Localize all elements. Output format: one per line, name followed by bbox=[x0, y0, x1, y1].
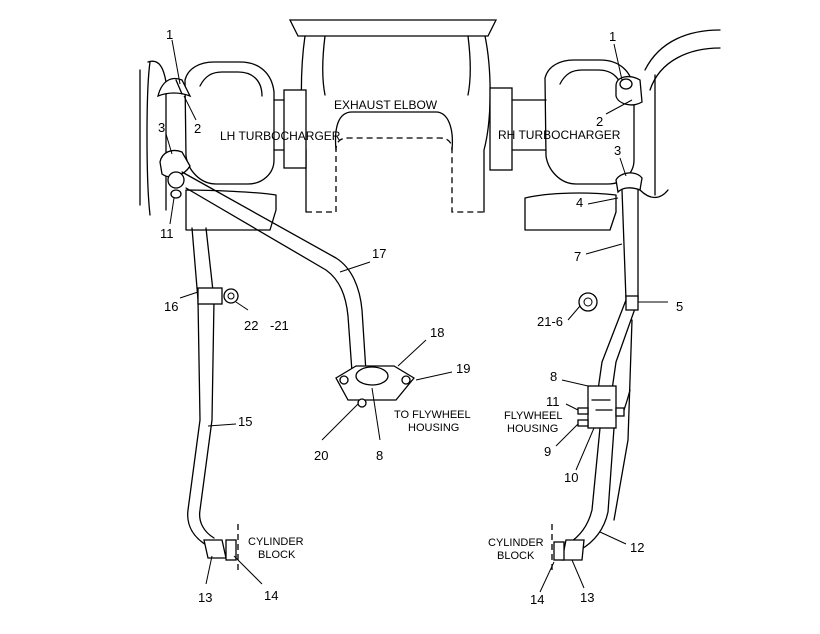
lh-flange-18 bbox=[335, 365, 415, 408]
callout-rh-13: 13 bbox=[580, 590, 594, 605]
callout-rh-4: 4 bbox=[576, 195, 583, 210]
callout-numbers: 1 2 3 11 16 22 -21 17 15 18 19 20 8 13 1… bbox=[158, 27, 683, 607]
rh-fitting-13 bbox=[551, 524, 585, 572]
lh-tube-15 bbox=[187, 227, 215, 547]
cylinder-block-left-label-line2: BLOCK bbox=[258, 549, 296, 561]
callout-lh-1: 1 bbox=[166, 27, 173, 42]
flywheel-housing-label-line2: HOUSING bbox=[507, 423, 558, 435]
exhaust-elbow-label: EXHAUST ELBOW bbox=[334, 98, 438, 112]
callout-lh-22: 22 bbox=[244, 318, 258, 333]
rh-tube-12 bbox=[567, 319, 633, 551]
lh-tube-17 bbox=[181, 171, 367, 373]
callout-lh-21: -21 bbox=[270, 318, 289, 333]
exhaust-elbow bbox=[288, 19, 498, 213]
callout-lh-3: 3 bbox=[158, 120, 165, 135]
callout-rh-8: 8 bbox=[550, 369, 557, 384]
callout-rh-2: 2 bbox=[596, 114, 603, 129]
callout-rh-21-6: 21-6 bbox=[537, 314, 563, 329]
callout-lh-20: 20 bbox=[314, 448, 328, 463]
text-labels: EXHAUST ELBOW LH TURBOCHARGER RH TURBOCH… bbox=[220, 98, 621, 562]
callout-rh-1: 1 bbox=[609, 29, 616, 44]
lh-elbow-3 bbox=[159, 149, 191, 199]
callout-rh-11: 11 bbox=[546, 394, 560, 409]
callout-rh-3: 3 bbox=[614, 143, 621, 158]
callout-rh-10: 10 bbox=[564, 470, 578, 485]
rh-clamp-1 bbox=[615, 75, 643, 106]
to-flywheel-housing-label-line2: HOUSING bbox=[408, 422, 459, 434]
callout-rh-12: 12 bbox=[630, 540, 644, 555]
rh-turbocharger bbox=[489, 29, 721, 231]
lh-fitting-13 bbox=[203, 524, 239, 570]
callout-lh-14: 14 bbox=[264, 588, 278, 603]
leader-lines bbox=[165, 39, 668, 593]
flywheel-housing-label-line1: FLYWHEEL bbox=[504, 410, 562, 422]
lh-turbocharger-label: LH TURBOCHARGER bbox=[220, 129, 341, 143]
rh-turbocharger-label: RH TURBOCHARGER bbox=[498, 128, 621, 142]
callout-lh-18: 18 bbox=[430, 325, 444, 340]
callout-lh-15: 15 bbox=[238, 414, 252, 429]
callout-lh-13: 13 bbox=[198, 590, 212, 605]
lh-clamp-1 bbox=[157, 77, 192, 98]
callout-rh-9: 9 bbox=[544, 444, 551, 459]
to-flywheel-housing-label-line1: TO FLYWHEEL bbox=[394, 409, 471, 421]
callout-lh-11: 11 bbox=[160, 226, 174, 241]
rh-block-10 bbox=[577, 385, 631, 429]
rh-tube-7 bbox=[597, 189, 639, 391]
lh-turbocharger bbox=[139, 60, 307, 231]
callout-lh-8: 8 bbox=[376, 448, 383, 463]
callout-lh-16: 16 bbox=[164, 299, 178, 314]
rh-clamp-5 bbox=[578, 292, 639, 312]
cylinder-block-left-label-line1: CYLINDER bbox=[248, 536, 304, 548]
callout-lh-2: 2 bbox=[194, 121, 201, 136]
cylinder-block-right-label-line2: BLOCK bbox=[497, 550, 535, 562]
callout-rh-5: 5 bbox=[676, 299, 683, 314]
callout-lh-17: 17 bbox=[372, 246, 386, 261]
cylinder-block-right-label-line1: CYLINDER bbox=[488, 537, 544, 549]
lh-clamp-16 bbox=[197, 287, 239, 305]
callout-rh-7: 7 bbox=[574, 249, 581, 264]
rh-elbow-3 bbox=[615, 172, 643, 194]
callout-lh-19: 19 bbox=[456, 361, 470, 376]
callout-rh-14: 14 bbox=[530, 592, 544, 607]
